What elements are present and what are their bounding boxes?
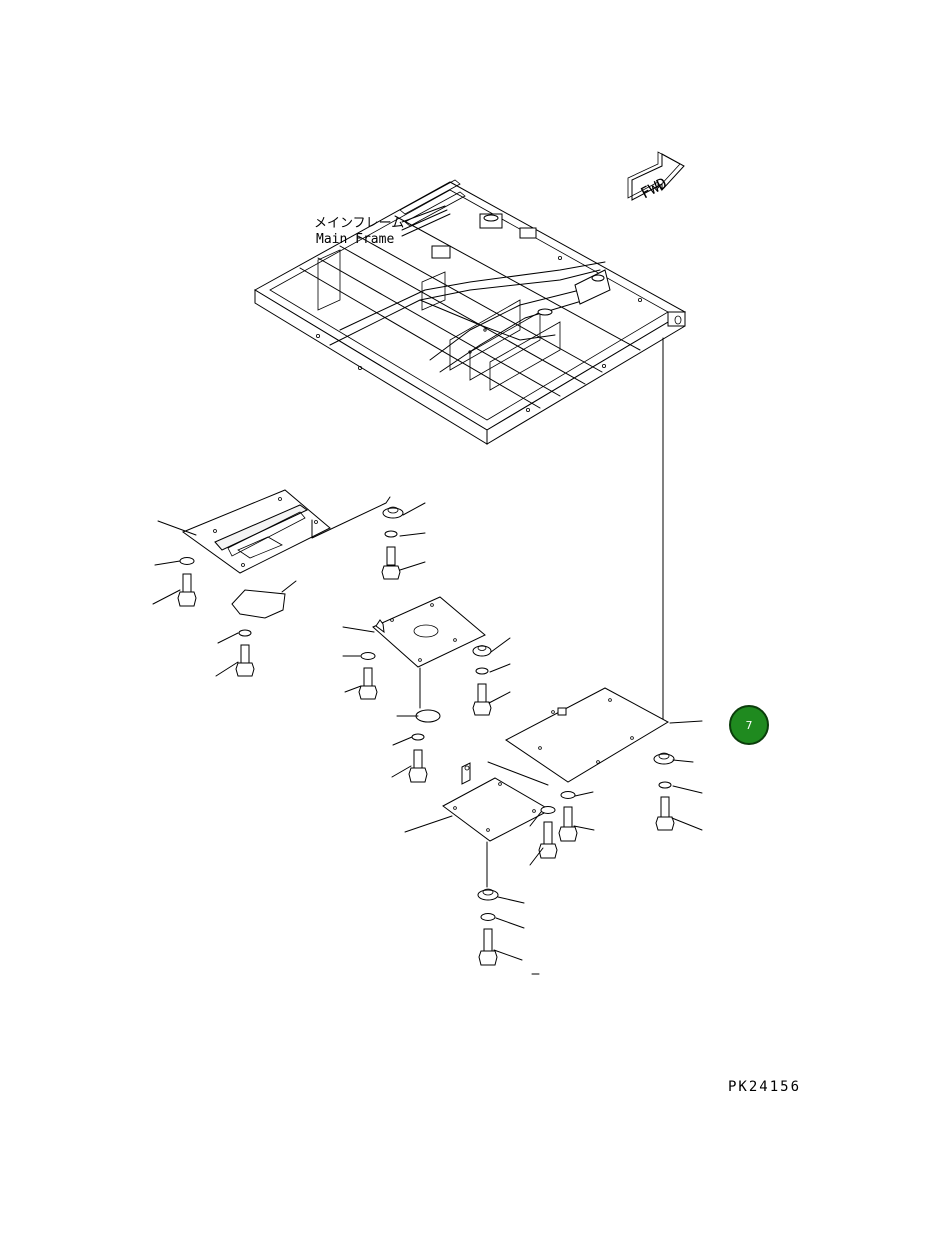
grommet [415, 709, 441, 723]
bolt [655, 796, 675, 831]
drawing-code: PK24156 [728, 1079, 801, 1095]
washer [475, 667, 489, 675]
inspection-cover [231, 589, 286, 619]
center-cover-plate [372, 596, 486, 668]
callout-number: 7 [745, 718, 753, 732]
washer [480, 913, 496, 921]
bottom-cover-plate [442, 762, 552, 842]
mount-bushing [472, 645, 492, 657]
bolt [177, 573, 197, 607]
washer [658, 781, 672, 789]
main-frame-assembly [254, 179, 687, 445]
left-top-cover-plate [181, 489, 391, 574]
right-cover-plate [505, 687, 670, 783]
bolt [558, 806, 578, 842]
washer [560, 791, 576, 799]
washer [179, 557, 195, 565]
bolt [235, 644, 255, 677]
washer [360, 652, 376, 660]
callout-badge[interactable]: 7 [729, 705, 769, 745]
washer [411, 733, 425, 741]
main-frame-label-jp: メインフレーム [314, 216, 404, 231]
washer [384, 530, 398, 538]
bolt [472, 683, 492, 716]
bolt [478, 928, 498, 966]
washer [238, 629, 252, 637]
bolt [358, 667, 378, 700]
washer [540, 806, 556, 814]
bolt [408, 749, 428, 783]
fwd-arrow-icon [627, 151, 685, 201]
bolt [381, 546, 401, 580]
main-frame-label-en: Main Frame [316, 232, 394, 247]
bolt [538, 821, 558, 859]
